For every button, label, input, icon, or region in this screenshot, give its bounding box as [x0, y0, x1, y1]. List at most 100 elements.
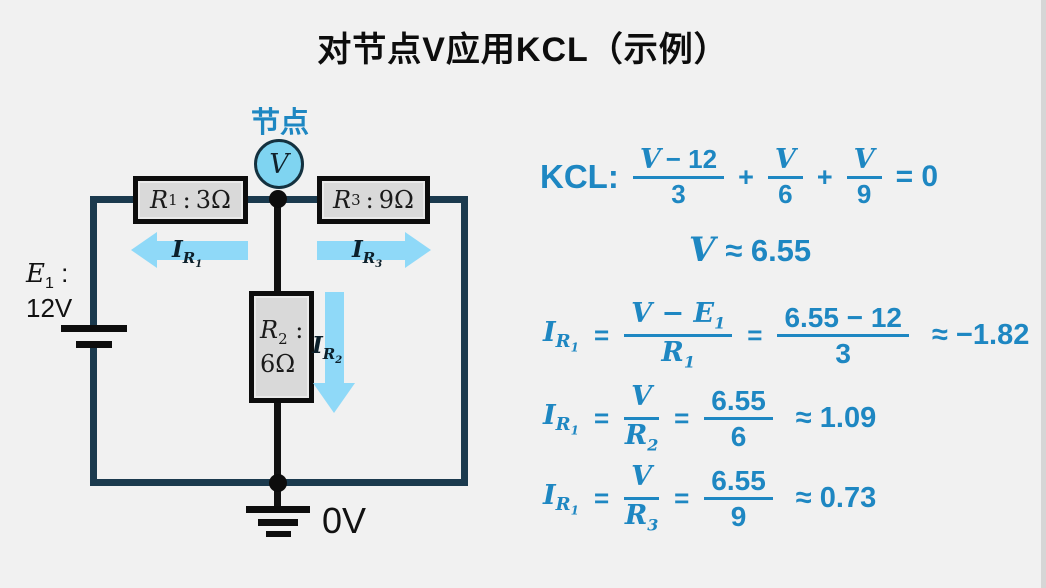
- frac-den: 3: [671, 179, 686, 210]
- node-voltage-symbol: V: [269, 148, 289, 180]
- kcl-equation: KCL: V− 12 3 + V 6 + V 9 = 0: [540, 144, 939, 210]
- current-label-r1: IR1: [172, 236, 202, 270]
- equals-zero: = 0: [895, 160, 939, 194]
- frac-den: R3: [625, 500, 659, 534]
- ground-line-2: [258, 519, 298, 526]
- frac-num-var: V: [774, 144, 796, 175]
- frac-num-var: V: [853, 144, 875, 175]
- row-result: ≈ −1.82: [932, 319, 1030, 352]
- num-var: V − E: [631, 298, 715, 329]
- frac-den: R1: [661, 337, 695, 371]
- current-equation-row-3: IR1 = V R3 = 6.55 9 ≈ 0.73: [543, 461, 877, 534]
- i-symbol: I: [543, 479, 556, 511]
- den-var: R: [661, 337, 684, 369]
- den-sub: 3: [647, 515, 659, 535]
- ground-line-3: [266, 531, 291, 537]
- kcl-label: KCL:: [540, 158, 619, 196]
- r2-subscript: 2: [278, 330, 288, 349]
- ground-line-1: [246, 506, 310, 513]
- frac-den: 6: [778, 179, 793, 210]
- node-dot-bottom: [269, 474, 287, 492]
- battery-plate-short: [76, 341, 112, 348]
- numeric-fraction: 6.55 − 12 3: [777, 302, 909, 370]
- plus-operator: +: [816, 161, 833, 192]
- frac-num-var: V: [639, 144, 661, 175]
- arrow-right-icon: [405, 232, 431, 268]
- r3-value: 9Ω: [378, 186, 414, 214]
- i1-subsubscript: 1: [195, 258, 203, 270]
- r1-symbol: R: [150, 186, 169, 214]
- source-label: E1 : 12V: [26, 258, 72, 325]
- frac-num: V − E1: [631, 298, 726, 333]
- source-separator: :: [61, 258, 69, 288]
- equals: =: [747, 320, 763, 351]
- i2-subscript: R: [322, 344, 336, 363]
- r2-separator: :: [295, 316, 304, 345]
- frac-num-rest: − 12: [665, 144, 718, 174]
- equals: =: [593, 320, 610, 351]
- i1-subscript: R: [182, 248, 196, 267]
- current-arrow-r1: [131, 232, 248, 268]
- frac-num: V: [631, 461, 653, 495]
- den-var: R: [624, 420, 648, 452]
- current-equation-row-2: IR1 = V R2 = 6.55 6 ≈ 1.09: [543, 381, 877, 454]
- frac-den: 6: [730, 421, 747, 453]
- kcl-fraction-3: V 9: [846, 144, 882, 209]
- frac-num: V: [631, 381, 653, 415]
- i-symbol: I: [543, 399, 556, 431]
- frac-num: 6.55: [704, 465, 773, 501]
- r3-subscript: 3: [351, 191, 361, 209]
- voltage-solution: V≈ 6.55: [540, 230, 960, 270]
- battery-plate-long: [61, 325, 127, 332]
- arrow-down-icon: [313, 383, 355, 413]
- symbolic-fraction: V − E1 R1: [624, 298, 733, 371]
- plus-operator: +: [738, 161, 754, 192]
- kcl-fraction-1: V− 12 3: [632, 144, 725, 210]
- node-voltage-circle: V: [254, 139, 304, 189]
- row-result: ≈ 1.09: [795, 402, 877, 435]
- wire-middle-lower: [274, 400, 281, 483]
- numeric-fraction: 6.55 9: [704, 465, 773, 533]
- den-var: R: [624, 500, 648, 532]
- arrow-body: [157, 240, 248, 260]
- numeric-fraction: 6.55 6: [704, 385, 773, 453]
- ground-stub: [274, 483, 281, 510]
- solution-var: V: [688, 230, 716, 270]
- frac-num: 6.55 − 12: [777, 302, 909, 338]
- num-var: V: [631, 461, 653, 492]
- row-lhs: IR1: [543, 480, 579, 518]
- ground-label: 0V: [322, 500, 367, 541]
- current-equation-row-1: IR1 = V − E1 R1 = 6.55 − 12 3 ≈ −1.82: [543, 298, 1030, 371]
- r2-symbol: R: [260, 316, 279, 345]
- r1-value: 3Ω: [195, 186, 231, 214]
- r1-subscript: 1: [168, 191, 178, 209]
- r2-value: 6Ω: [260, 349, 296, 378]
- row-lhs: IR1: [543, 317, 579, 355]
- arrow-body: [317, 240, 405, 260]
- i-symbol: I: [543, 316, 556, 348]
- current-label-r3: IR3: [352, 236, 382, 270]
- i-subscript: R: [555, 331, 571, 353]
- num-sub: 1: [714, 313, 726, 333]
- frac-den: 3: [835, 338, 851, 370]
- r3-separator: :: [365, 186, 374, 214]
- frac-den: 9: [730, 501, 747, 533]
- source-symbol: E: [26, 259, 45, 289]
- num-var: V: [631, 381, 653, 412]
- kcl-fraction-2: V 6: [767, 144, 803, 210]
- wire-right: [461, 196, 468, 486]
- arrow-body: [324, 292, 344, 383]
- symbolic-fraction: V R2: [624, 381, 660, 454]
- r2-line1: R2 :: [260, 315, 303, 349]
- arrow-left-icon: [131, 232, 157, 268]
- i-subscript: R: [555, 414, 571, 436]
- i-subsubscript: 1: [570, 423, 579, 438]
- i2-subsubscript: 2: [335, 354, 343, 366]
- row-result: ≈ 0.73: [795, 482, 877, 515]
- node-label: 节点: [250, 107, 309, 139]
- equals: =: [593, 483, 610, 514]
- i-subscript: R: [555, 494, 571, 516]
- source-value: 12V: [26, 293, 73, 324]
